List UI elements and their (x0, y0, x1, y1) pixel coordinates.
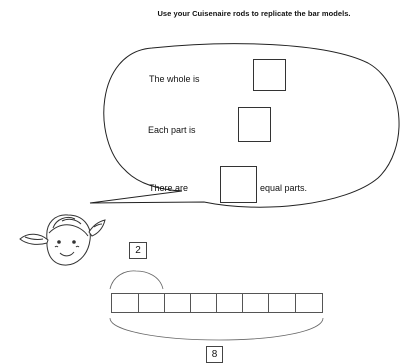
part-answer-box[interactable] (238, 107, 271, 142)
whole-value-label: 8 (206, 346, 223, 363)
bar-segment (190, 293, 217, 313)
parts-count-prefix: There are (149, 183, 189, 193)
girl-face-icon (19, 214, 106, 266)
part-label: Each part is (148, 125, 196, 135)
bar-segment (242, 293, 269, 313)
instruction-text: Use your Cuisenaire rods to replicate th… (157, 9, 351, 18)
part-value-label: 2 (129, 242, 147, 259)
whole-answer-box[interactable] (253, 59, 286, 91)
bar-segment (216, 293, 243, 313)
whole-label: The whole is (149, 74, 200, 84)
parts-count-suffix: equal parts. (260, 183, 308, 193)
bar-segment (111, 293, 139, 313)
bar-segment (164, 293, 191, 313)
bar-segment (268, 293, 296, 313)
whole-bracket (109, 317, 324, 341)
parts-count-answer-box[interactable] (220, 166, 257, 203)
bar-segment (138, 293, 165, 313)
part-bracket (109, 270, 164, 290)
bar-segment (295, 293, 323, 313)
